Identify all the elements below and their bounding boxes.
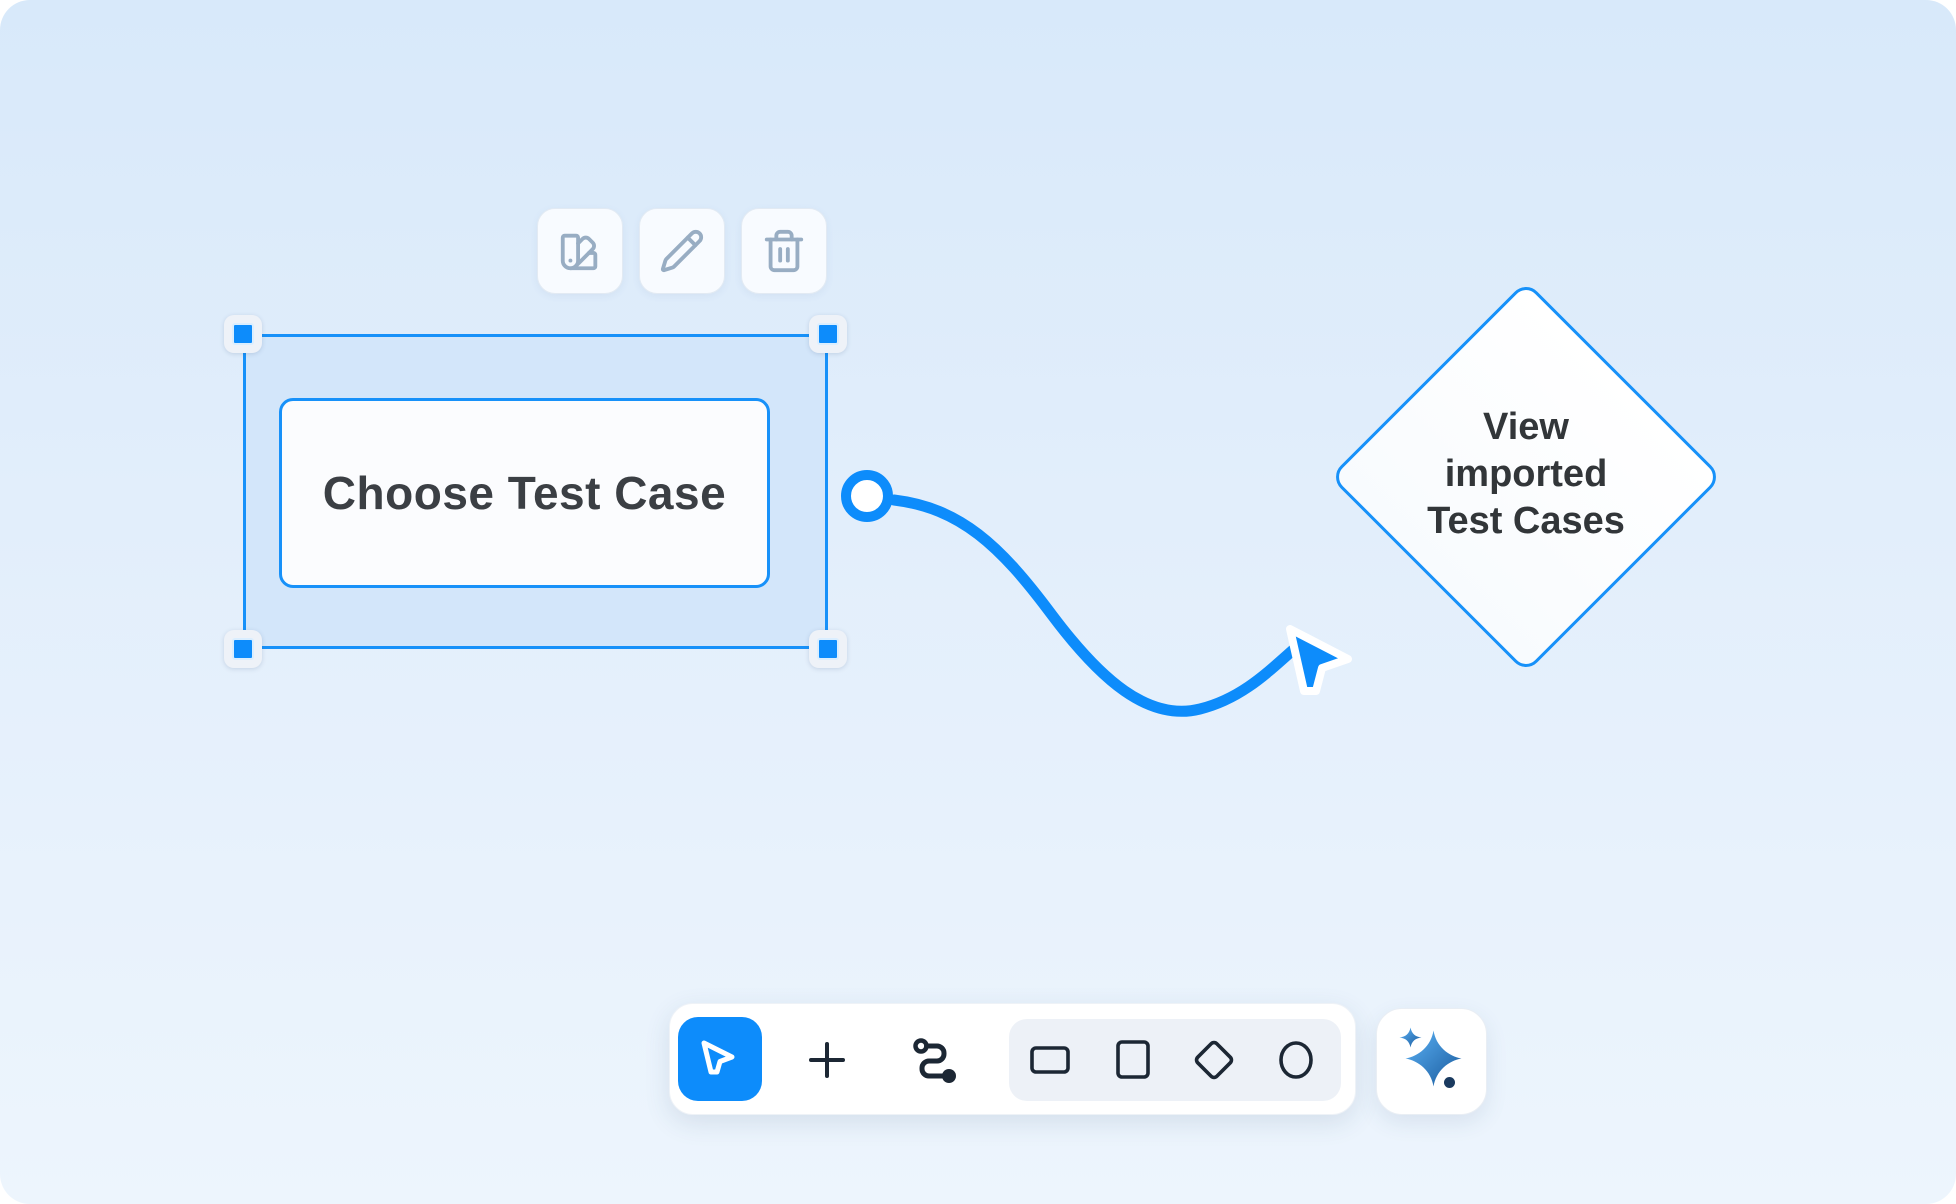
square-icon: [1116, 1040, 1150, 1079]
ellipse-shape-button[interactable]: [1272, 1036, 1320, 1084]
diamond-shape-button[interactable]: [1190, 1036, 1238, 1084]
resize-handle-bottom-right[interactable]: [809, 630, 847, 668]
ai-assistant-button[interactable]: [1376, 1008, 1487, 1115]
pencil-icon: [660, 229, 704, 273]
shape-tools-group: [1009, 1019, 1341, 1101]
swatches-icon: [560, 233, 598, 271]
trash-icon: [764, 229, 804, 273]
edit-button[interactable]: [639, 208, 725, 294]
ellipse-icon: [1279, 1041, 1313, 1079]
bottom-toolbar: [669, 1003, 1356, 1115]
diamond-icon: [1194, 1040, 1234, 1080]
cursor-icon: [701, 1040, 735, 1075]
plus-icon: [809, 1042, 845, 1078]
select-tool-button[interactable]: [678, 1017, 762, 1101]
delete-button[interactable]: [741, 208, 827, 294]
connector-start-port[interactable]: [841, 470, 893, 522]
connector-tool-button[interactable]: [908, 1032, 964, 1088]
rect-node-choose-test-case[interactable]: Choose Test Case: [279, 398, 770, 588]
add-tool-button[interactable]: [799, 1032, 855, 1088]
rectangle-icon: [1030, 1046, 1070, 1074]
style-button[interactable]: [537, 208, 623, 294]
diamond-node-label: View imported Test Cases: [1427, 406, 1625, 542]
rectangle-shape-button[interactable]: [1026, 1036, 1074, 1084]
connector-curve[interactable]: [888, 494, 1299, 717]
rect-node-label: Choose Test Case: [322, 467, 727, 519]
connector-icon: [913, 1038, 956, 1083]
cursor-arrowhead-icon[interactable]: [1286, 625, 1352, 695]
square-shape-button[interactable]: [1109, 1036, 1157, 1084]
resize-handle-top-right[interactable]: [809, 315, 847, 353]
resize-handle-top-left[interactable]: [224, 315, 262, 353]
resize-handle-bottom-left[interactable]: [224, 630, 262, 668]
sparkle-icon: [1399, 1027, 1461, 1088]
